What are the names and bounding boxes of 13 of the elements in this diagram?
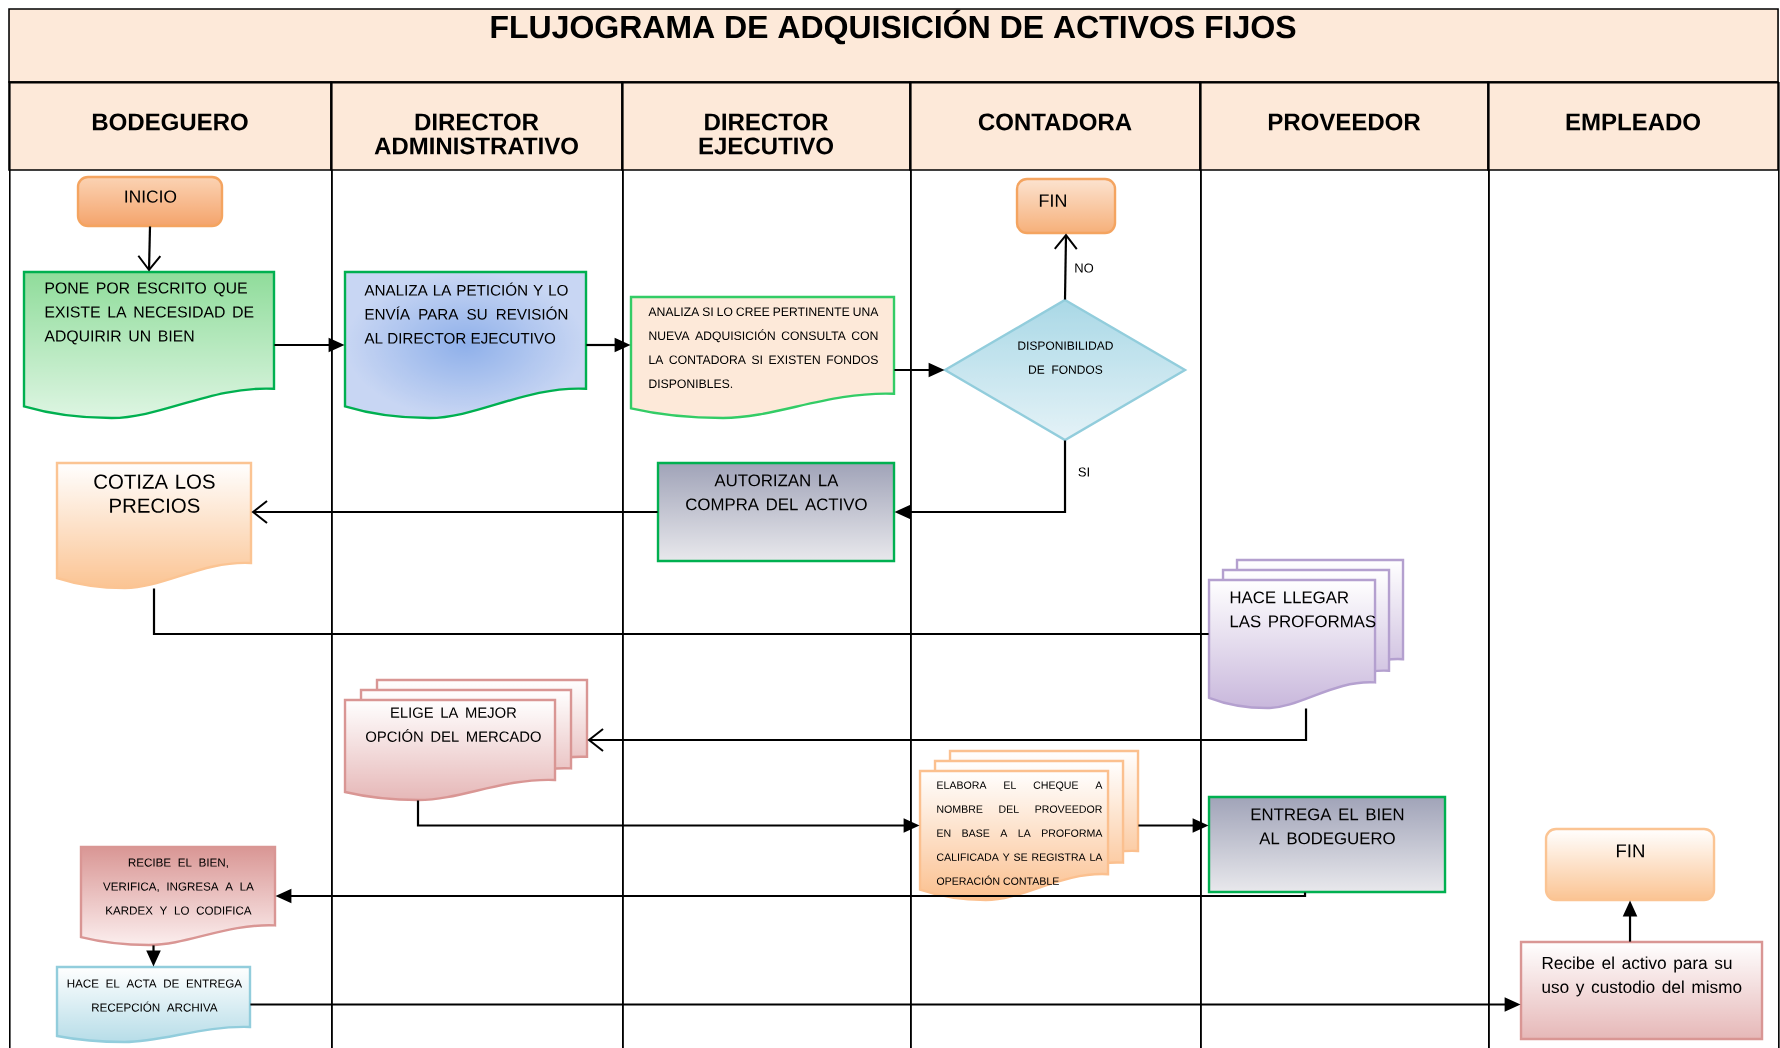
terminal-box: INICIO xyxy=(76,175,224,228)
process-box: AUTORIZAN LA COMPRA DEL ACTIVO xyxy=(656,461,896,563)
arrow xyxy=(1053,233,1078,300)
arrow xyxy=(137,226,162,272)
arrow xyxy=(587,708,1308,752)
process-box: Recibe el activo para su uso y custodio del mismo xyxy=(1519,940,1764,1041)
connector-line xyxy=(152,588,1209,636)
terminal-box: FIN xyxy=(1544,827,1716,902)
edge-label: NO xyxy=(1072,261,1096,275)
edge-label: SI xyxy=(1075,465,1093,479)
arrow xyxy=(251,500,658,524)
process-box: ENTREGA EL BIEN AL BODEGUERO xyxy=(1207,795,1447,894)
terminal-box: FIN xyxy=(1015,177,1117,235)
